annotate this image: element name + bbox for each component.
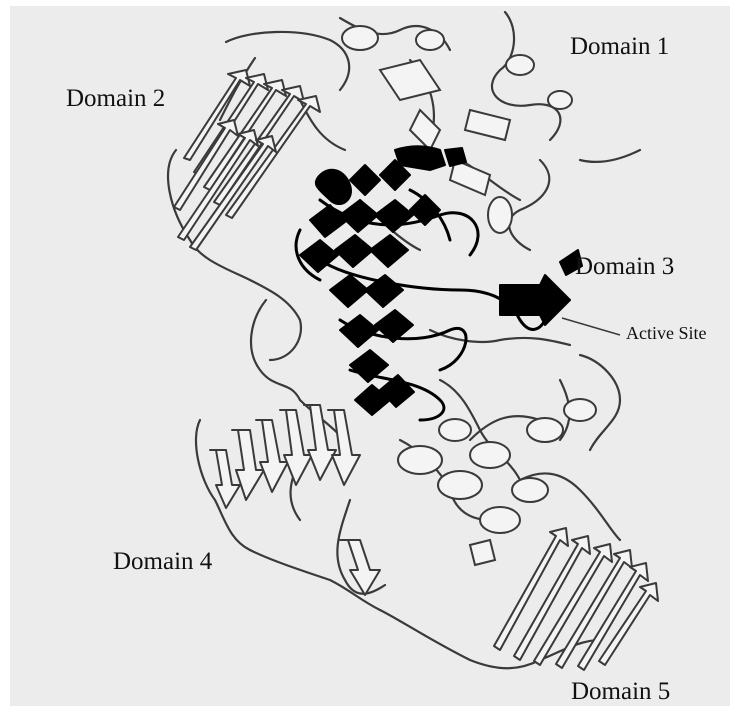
domain5-label: Domain 5 <box>571 679 670 704</box>
domain1-label: Domain 1 <box>570 34 669 59</box>
domain2-label: Domain 2 <box>66 86 165 111</box>
active-site-label: Active Site <box>626 324 706 342</box>
domain4-label: Domain 4 <box>113 549 212 574</box>
domain3-label: Domain 3 <box>575 254 674 279</box>
